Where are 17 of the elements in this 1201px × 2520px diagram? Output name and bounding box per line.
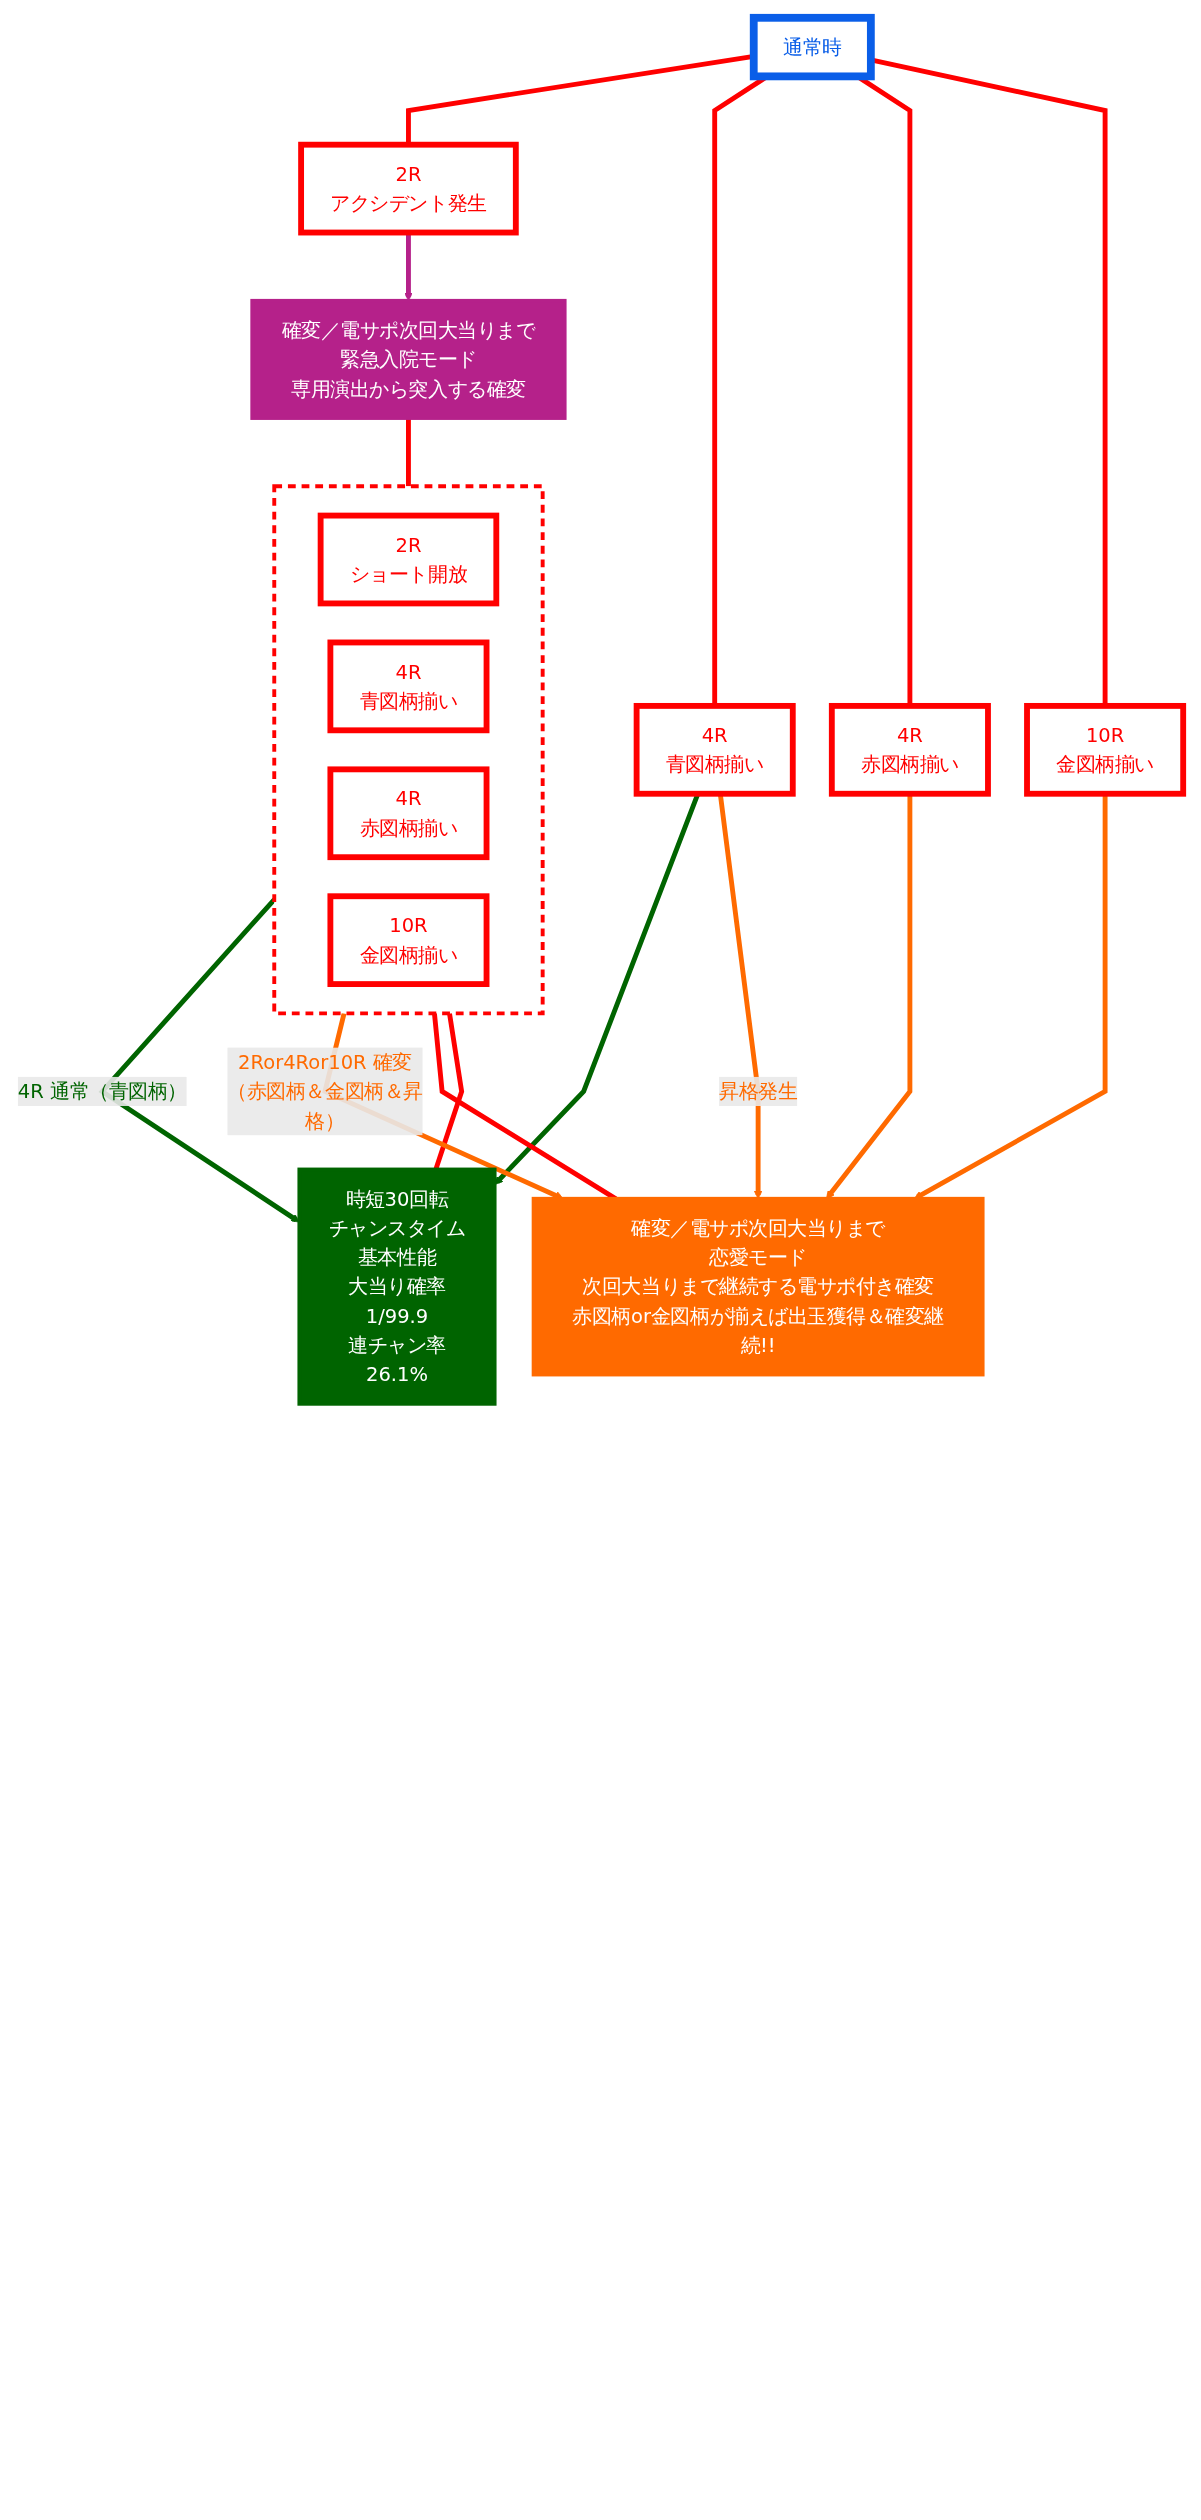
edge-label: 2Ror4Ror10R 確変（赤図柄＆金図柄＆昇格）: [227, 1050, 423, 1133]
connector: [406, 418, 411, 487]
node-box: 4R 赤図柄揃い: [828, 703, 991, 797]
node-box: 確変／電サポ次回大当りまで 緊急入院モード 専用演出から突入する確変: [250, 298, 567, 420]
node-box: 4R 青図柄揃い: [633, 703, 796, 797]
node-box: 時短30回転 チャンスタイム 基本性能 大当り確率 1/99.9 連チャン率 26.1%: [297, 1167, 497, 1406]
node-box: 2R アクシデント発生: [298, 141, 519, 236]
edge-label: 昇格発生: [719, 1079, 798, 1104]
edge-label: 4R 通常（青図柄）: [17, 1079, 187, 1104]
node-box: 4R 青図柄揃い: [327, 639, 490, 734]
cluster: [272, 484, 545, 1016]
node-box: 2R ショート開放: [317, 512, 500, 607]
node-box: 4R 赤図柄揃い: [327, 766, 490, 861]
node-box: 10R 金図柄揃い: [327, 893, 490, 987]
node-box: 10R 金図柄揃い: [1024, 703, 1187, 797]
node-box: 通常時: [749, 13, 875, 81]
node-box: 確変／電サポ次回大当りまで 恋愛モード 次回大当りまで継続する電サポ付き確変 赤図柄or金図柄が揃えば出玉獲得＆確変継続!!: [531, 1196, 985, 1377]
